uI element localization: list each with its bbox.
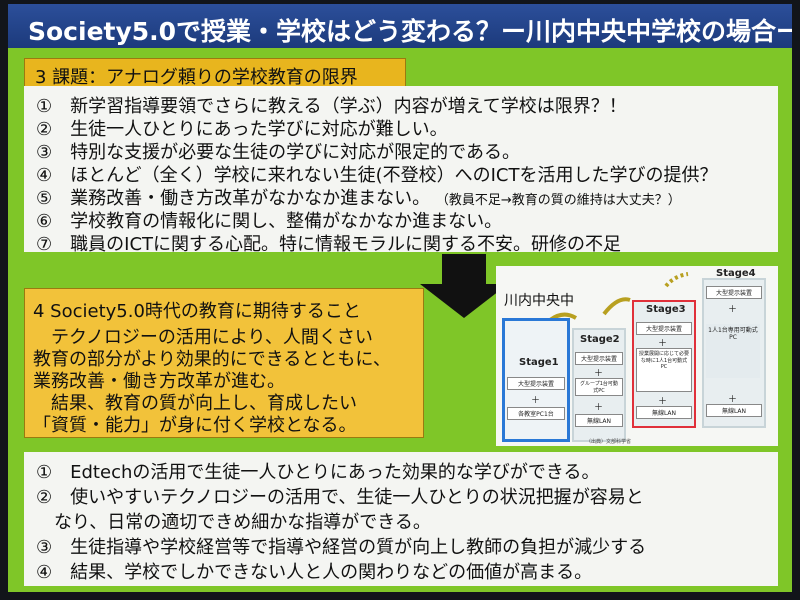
section4-line-2: 教育の部分がより効果的にできるとともに、 [33, 349, 391, 370]
stage3-plus-2: ＋ [658, 397, 668, 407]
section3-item-5: ⑤ 業務改善・働き方改革がなかなか進まない。 （教員不足→教育の質の維持は大丈夫… [36, 184, 681, 210]
stage2-item-3: 無線LAN [575, 414, 623, 427]
section3-item-2: ② 生徒一人ひとりにあった学びに対応が難しい。 [36, 119, 448, 140]
diagram-source-note: （出典）文部科学省 [586, 439, 632, 445]
expectations-list: ① Edtechの活用で生徒一人ひとりにあった効果的な学びができる。 ② 使いや… [24, 452, 778, 586]
section3-item-5-text: ⑤ 業務改善・働き方改革がなかなか進まない。 [36, 188, 431, 209]
section3-list: ① 新学習指導要領でさらに教える（学ぶ）内容が増えて学校は限界？！ ② 生徒一人… [24, 86, 778, 255]
section4-heading: 4 Society5.0時代の教育に期待すること [33, 301, 361, 322]
stage2-title: Stage2 [580, 334, 620, 345]
school-label: 川内中央中 [504, 293, 574, 309]
stage1-plus: ＋ [531, 396, 541, 406]
section3-item-1: ① 新学習指導要領でさらに教える（学ぶ）内容が増えて学校は限界？！ [36, 96, 627, 117]
expectation-item-2: ② 使いやすいテクノロジーの活用で、生徒一人ひとりの状況把握が容易と [36, 487, 644, 508]
expectation-item-2-cont: なり、日常の適切できめ細かな指導ができる。 [36, 512, 431, 533]
stage3-title: Stage3 [646, 304, 686, 315]
stage4-item-3: 無線LAN [706, 404, 762, 417]
expectation-item-1: ① Edtechの活用で生徒一人ひとりにあった効果的な学びができる。 [36, 462, 600, 483]
stage1-item-2: 各教室PC1台 [507, 407, 565, 420]
section4-box: 4 Society5.0時代の教育に期待すること テクノロジーの活用により、人間… [24, 288, 424, 438]
section3-heading-box: 3 課題：アナログ頼りの学校教育の限界 [24, 58, 406, 90]
expectation-item-4: ④ 結果、学校でしかできない人と人の関わりなどの価値が高まる。 [36, 562, 593, 583]
stage2-item-1: 大型提示装置 [575, 352, 623, 365]
section3-item-3: ③ 特別な支援が必要な生徒の学びに対応が限定的である。 [36, 142, 520, 163]
stage4-box: Stage4 大型提示装置 ＋ 1人1台専用可動式PC ＋ 無線LAN [702, 268, 766, 428]
expectation-item-3: ③ 生徒指導や学校経営等で指導や経営の質が向上し教師の負担が減少する [36, 537, 647, 558]
stage3-plus-1: ＋ [658, 339, 668, 349]
ict-stage-diagram: 川内中央中 Stage1 大型提示装置 ＋ 各教室PC1台 Stage2 大型提… [496, 266, 778, 446]
section3-item-6: ⑥ 学校教育の情報化に関し、整備がなかなか進まない。 [36, 211, 503, 232]
stage2-plus-2: ＋ [594, 403, 604, 413]
stage1-item-1: 大型提示装置 [507, 377, 565, 390]
stage4-item-2: 1人1台専用可動式PC [706, 324, 760, 378]
stage2-item-2: グループ1台可動式PC [575, 378, 623, 396]
section4-line-1: テクノロジーの活用により、人間くさい [33, 327, 373, 348]
section4-line-3: 業務改善・働き方改革が進む。 [33, 371, 285, 392]
stage1-title: Stage1 [519, 357, 559, 368]
stage4-plus-2: ＋ [728, 395, 738, 405]
stage1-box: Stage1 大型提示装置 ＋ 各教室PC1台 [502, 318, 570, 442]
stage4-plus-1: ＋ [728, 305, 738, 315]
section3-item-5-note: （教員不足→教育の質の維持は大丈夫？） [435, 193, 681, 208]
slide-title: Society5.0で授業・学校はどう変わる？ー川内中央中学校の場合ー [28, 17, 792, 46]
section4-line-5: 「資質・能力」が身に付く学校となる。 [33, 415, 357, 436]
section3-heading: 3 課題：アナログ頼りの学校教育の限界 [35, 67, 358, 88]
stage4-title: Stage4 [716, 268, 756, 279]
stage3-item-3: 無線LAN [636, 406, 692, 419]
section3-item-7: ⑦ 職員のICTに関する心配。特に情報モラルに関する不安。研修の不足 [36, 234, 622, 255]
stage2-plus-1: ＋ [594, 369, 604, 379]
section3-item-4: ④ ほとんど（全く）学校に来れない生徒(不登校）へのICTを活用した学びの提供？ [36, 165, 718, 186]
stage3-item-2: 授業展開に応じて必要な時に1人1台可動式PC [636, 348, 692, 392]
slide: Society5.0で授業・学校はどう変わる？ー川内中央中学校の場合ー 3 課題… [8, 4, 792, 592]
section4-line-4: 結果、教育の質が向上し、育成したい [33, 393, 357, 414]
stage3-item-1: 大型提示装置 [636, 322, 692, 335]
stage2-box: Stage2 大型提示装置 ＋ グループ1台可動式PC ＋ 無線LAN [572, 328, 626, 442]
stage4-item-1: 大型提示装置 [706, 286, 762, 299]
title-bar: Society5.0で授業・学校はどう変わる？ー川内中央中学校の場合ー [8, 4, 792, 48]
stage3-box: Stage3 大型提示装置 ＋ 授業展開に応じて必要な時に1人1台可動式PC ＋… [632, 300, 696, 428]
